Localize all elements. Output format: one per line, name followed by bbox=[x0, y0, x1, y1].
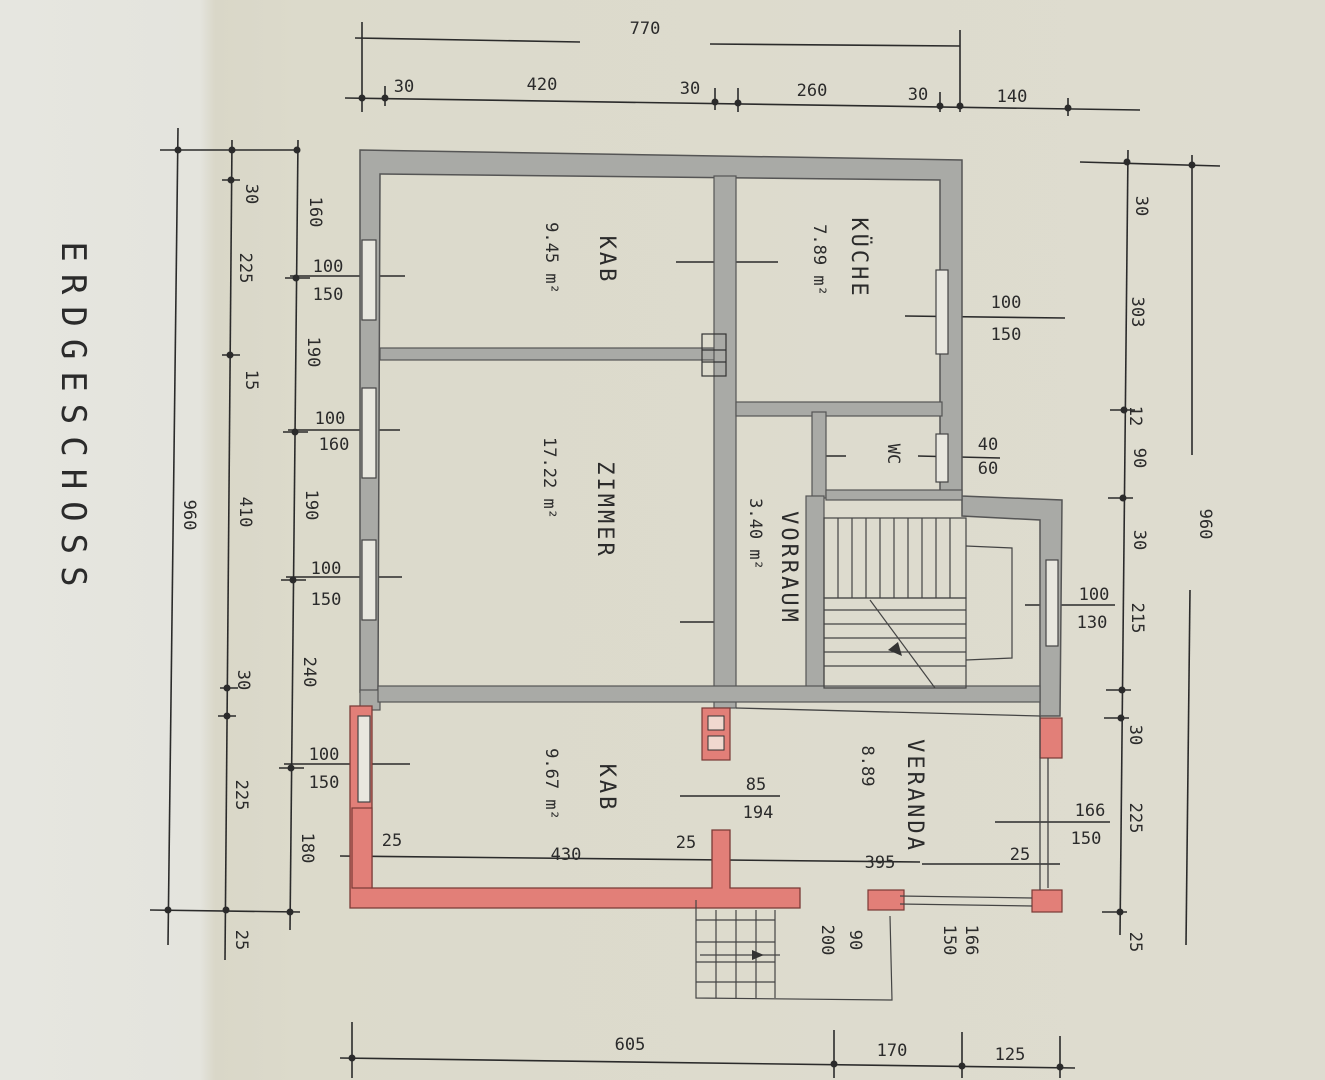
window-2-height: 160 bbox=[319, 435, 350, 455]
window-wc-width: 40 bbox=[978, 435, 998, 455]
window-1-height: 150 bbox=[313, 285, 344, 305]
windows bbox=[357, 239, 1059, 803]
dim-veranda-width: 395 bbox=[865, 853, 896, 873]
walls-existing bbox=[359, 149, 1063, 717]
dim-right-5: 30 bbox=[1129, 530, 1149, 550]
dim-left-inner-1: 160 bbox=[305, 197, 325, 228]
dim-top-2: 420 bbox=[527, 75, 558, 95]
dim-right-6: 215 bbox=[1127, 603, 1147, 634]
sheet-title: ERDGESCHOSS bbox=[53, 241, 93, 598]
door-junction bbox=[701, 333, 727, 377]
dimension-ticks bbox=[164, 94, 1196, 1071]
room-vorraum-name: VORRAUM bbox=[776, 511, 801, 625]
window-4-width: 100 bbox=[309, 745, 340, 765]
dim-right-7: 30 bbox=[1125, 725, 1145, 745]
dim-right-3: 12 bbox=[1125, 406, 1145, 426]
room-kuche-name: KÜCHE bbox=[846, 217, 872, 298]
dim-kab-width: 430 bbox=[551, 845, 582, 865]
dim-right-4: 90 bbox=[1129, 448, 1149, 468]
dim-veranda-reveal: 25 bbox=[1010, 845, 1030, 865]
dim-left-mid-4: 410 bbox=[235, 497, 255, 528]
door-width: 85 bbox=[746, 775, 766, 795]
dim-kab-left-reveal: 25 bbox=[382, 831, 402, 851]
dim-top-total: 770 bbox=[630, 19, 661, 39]
dim-top-6: 140 bbox=[997, 87, 1028, 107]
window-wc-height: 60 bbox=[978, 459, 998, 479]
dim-left-mid-7: 25 bbox=[231, 930, 251, 950]
room-zimmer-area: 17.22 m² bbox=[539, 437, 559, 519]
dim-left-mid-6: 225 bbox=[231, 780, 251, 811]
dim-top-4: 260 bbox=[797, 81, 828, 101]
window-veranda-width: 166 bbox=[1075, 801, 1106, 821]
dim-left-mid-2: 225 bbox=[235, 253, 255, 284]
dim-left-inner-5: 180 bbox=[297, 833, 317, 864]
room-vorraum-area: 3.40 m² bbox=[745, 498, 765, 570]
dim-right-8: 225 bbox=[1125, 803, 1145, 834]
dim-step-4: 150 bbox=[939, 925, 959, 956]
stairs bbox=[823, 517, 1013, 689]
dim-bottom-1: 605 bbox=[615, 1035, 646, 1055]
dim-right-2: 303 bbox=[1127, 297, 1147, 328]
window-3-height: 150 bbox=[311, 590, 342, 610]
dim-left-inner-2: 190 bbox=[303, 337, 323, 368]
stair-arrow bbox=[888, 642, 902, 656]
room-zimmer-name: ZIMMER bbox=[592, 461, 617, 558]
window-kuche-height: 150 bbox=[991, 325, 1022, 345]
dim-left-mid-3: 15 bbox=[241, 370, 261, 390]
dim-left-inner-4: 240 bbox=[299, 657, 319, 688]
room-wc-name: WC bbox=[883, 444, 903, 464]
window-stair-width: 100 bbox=[1079, 585, 1110, 605]
dim-step-2: 200 bbox=[817, 925, 837, 956]
dim-right-1: 30 bbox=[1131, 196, 1151, 216]
dim-left-inner-3: 190 bbox=[301, 490, 321, 521]
dim-kab-right-reveal: 25 bbox=[676, 833, 696, 853]
veranda-outline bbox=[735, 707, 1049, 907]
window-2-width: 100 bbox=[315, 409, 346, 429]
dim-step-1: 90 bbox=[845, 930, 865, 950]
dim-step-3: 166 bbox=[961, 925, 981, 956]
dim-right-total: 960 bbox=[1195, 509, 1215, 540]
walls-new bbox=[349, 705, 1063, 913]
dim-top-5: 30 bbox=[908, 85, 928, 105]
room-kab-bottom-area: 9.67 m² bbox=[541, 748, 561, 820]
window-3-width: 100 bbox=[311, 559, 342, 579]
steps-arrow bbox=[752, 950, 764, 960]
dim-top-3: 30 bbox=[680, 79, 700, 99]
entrance-steps bbox=[695, 900, 893, 1001]
door-height: 194 bbox=[743, 803, 774, 823]
dim-bottom-3: 125 bbox=[995, 1045, 1026, 1065]
room-kab-top-name: KAB bbox=[594, 236, 619, 285]
dim-left-mid-5: 30 bbox=[233, 670, 253, 690]
dim-top-1: 30 bbox=[394, 77, 414, 97]
room-veranda-area: 8.89 bbox=[857, 746, 877, 787]
window-1-width: 100 bbox=[313, 257, 344, 277]
window-stair-height: 130 bbox=[1077, 613, 1108, 633]
window-kuche-width: 100 bbox=[991, 293, 1022, 313]
dim-bottom-2: 170 bbox=[877, 1041, 908, 1061]
dim-right-9: 25 bbox=[1125, 932, 1145, 952]
window-4-height: 150 bbox=[309, 773, 340, 793]
dim-left-mid-1: 30 bbox=[241, 184, 261, 204]
room-kab-bottom-name: KAB bbox=[594, 764, 619, 813]
window-veranda-height: 150 bbox=[1071, 829, 1102, 849]
room-veranda-name: VERANDA bbox=[902, 739, 927, 853]
room-kuche-area: 7.89 m² bbox=[809, 224, 829, 296]
room-kab-top-area: 9.45 m² bbox=[541, 222, 561, 294]
dim-left-total: 960 bbox=[179, 500, 199, 531]
